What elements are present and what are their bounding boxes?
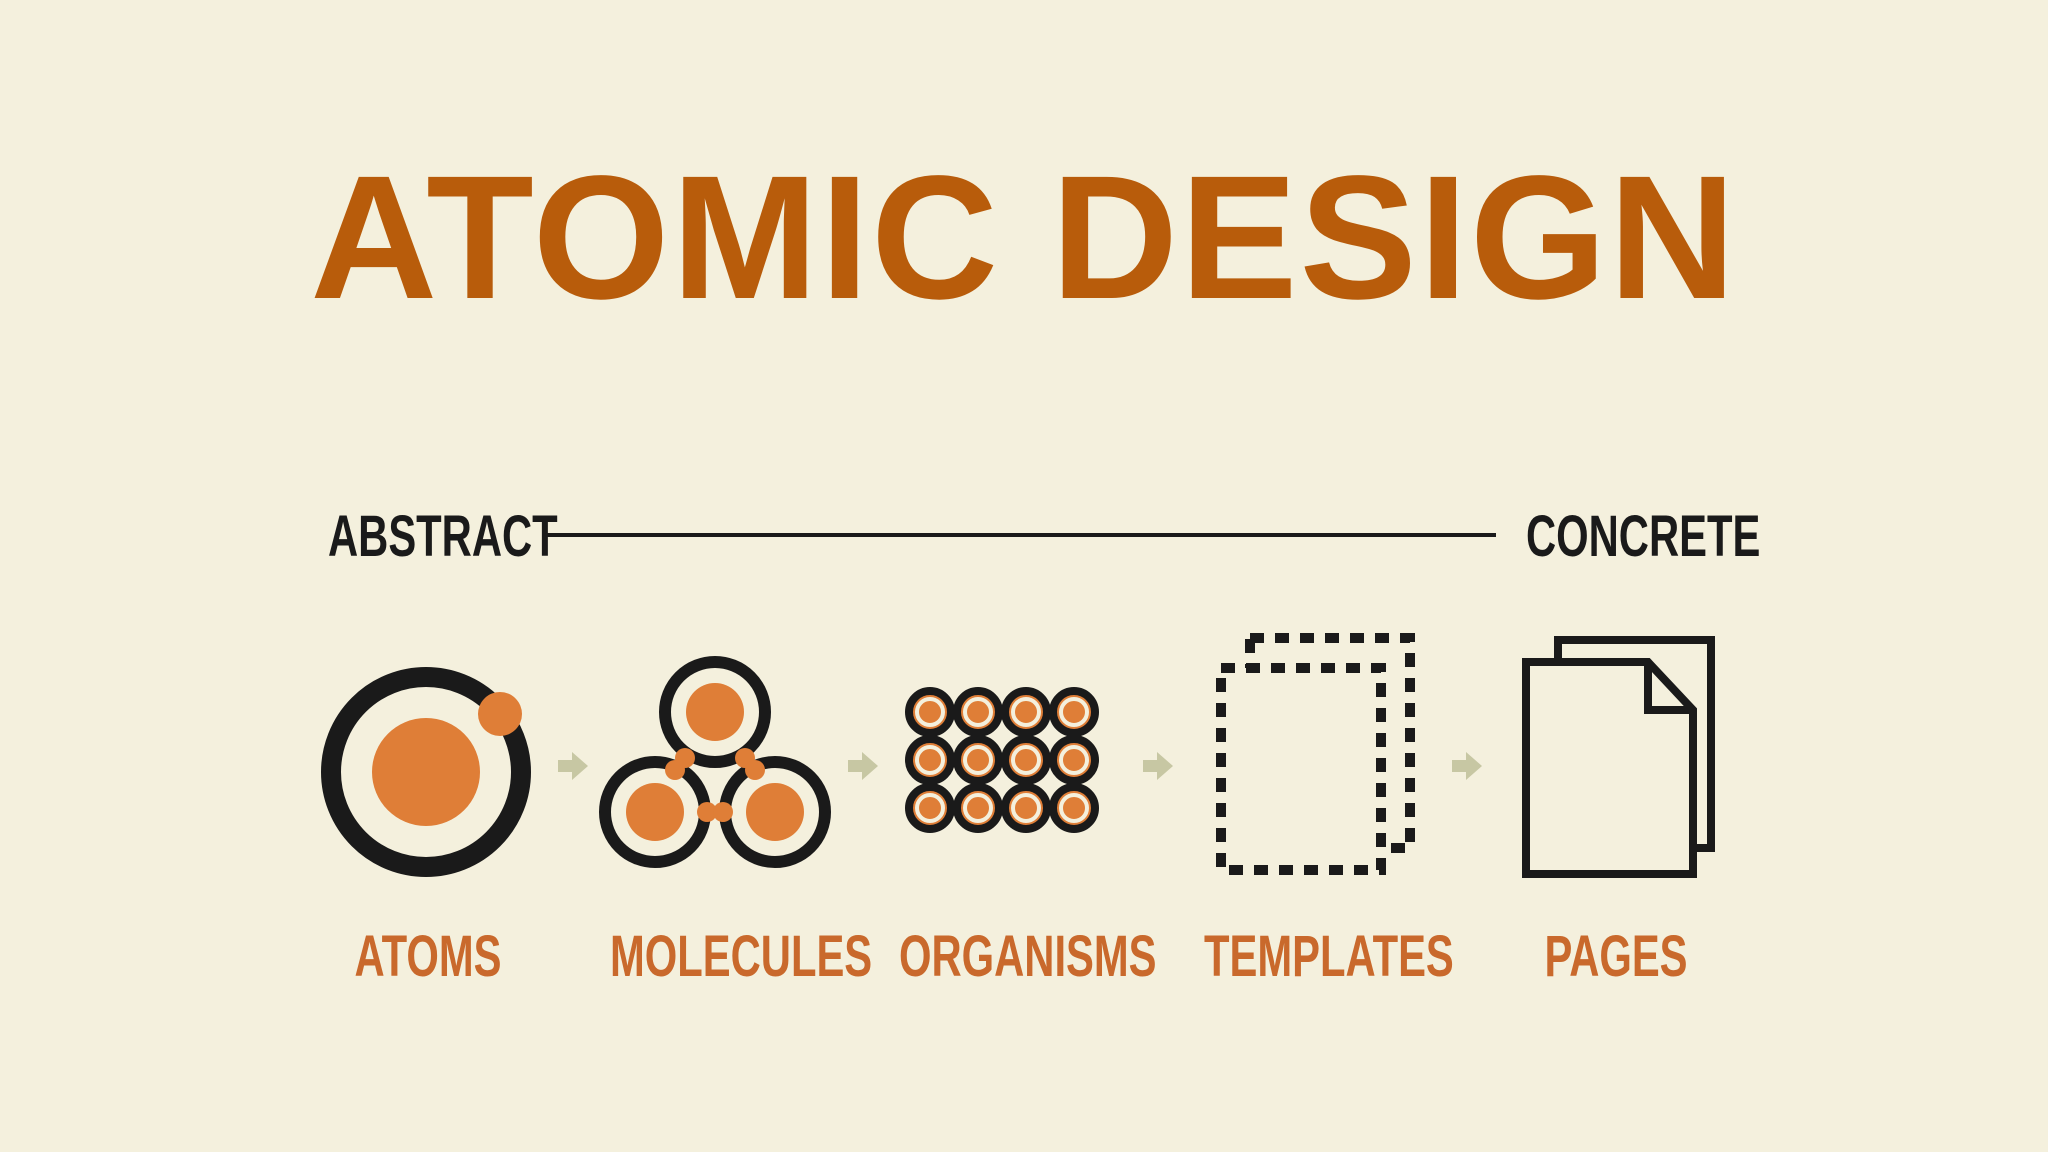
stage-label-organisms: ORGANISMS [899,924,1157,989]
concrete-label: CONCRETE [1526,504,1761,569]
template-icon [1216,633,1415,875]
pages-icon [1522,636,1715,878]
page-title: ATOMIC DESIGN [310,140,1738,336]
abstract-concrete-axis-line [546,533,1496,537]
stage-label-molecules: MOLECULES [610,924,873,989]
arrow-icon [848,752,878,780]
organism-icon [905,687,1099,833]
arrow-icon [1452,752,1482,780]
molecule-icon [599,656,831,868]
stage-label-atoms: ATOMS [354,924,502,989]
stage-label-pages: PAGES [1544,924,1688,989]
arrow-icon [1143,752,1173,780]
arrow-icon [558,752,588,780]
atom-icon [321,667,531,877]
abstract-label: ABSTRACT [328,504,558,569]
stage-label-templates: TEMPLATES [1204,924,1454,989]
